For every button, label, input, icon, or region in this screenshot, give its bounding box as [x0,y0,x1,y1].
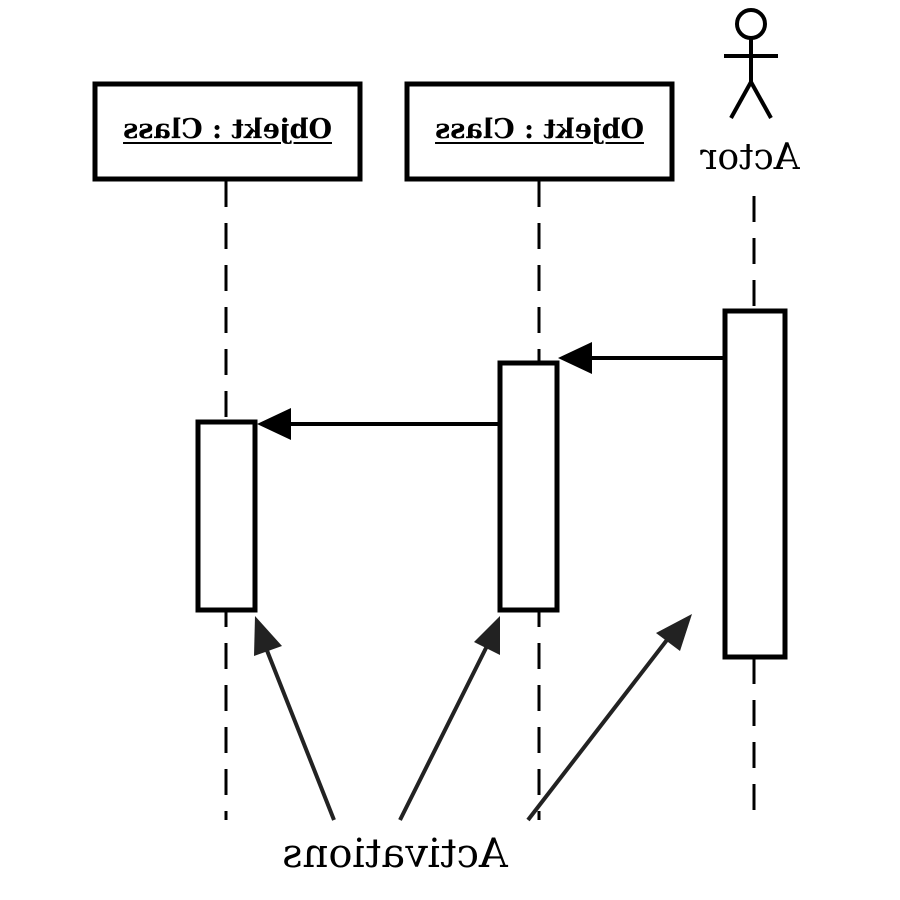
annotation-arrow-to-object-2-activation [398,616,500,821]
object-box-1 [92,81,363,182]
annotation-arrow-to-actor-activation [526,614,692,822]
actor-stick-figure-icon [724,8,778,119]
message-arrow-object-2-to-object-1 [257,408,498,440]
activation-bar-object-2 [497,360,560,613]
activation-bar-object-1 [195,419,258,613]
object-box-2 [404,81,675,182]
annotation-arrow-to-object-1-activation [254,616,336,821]
actor-label: Actor [700,137,800,178]
object-2-label: Objekt : Class [435,114,644,145]
object-1-label: Objekt : Class [123,114,332,145]
activations-annotation-label: Activations [282,831,508,877]
activation-bar-actor [722,308,788,660]
message-arrow-actor-to-object-2 [558,342,723,374]
